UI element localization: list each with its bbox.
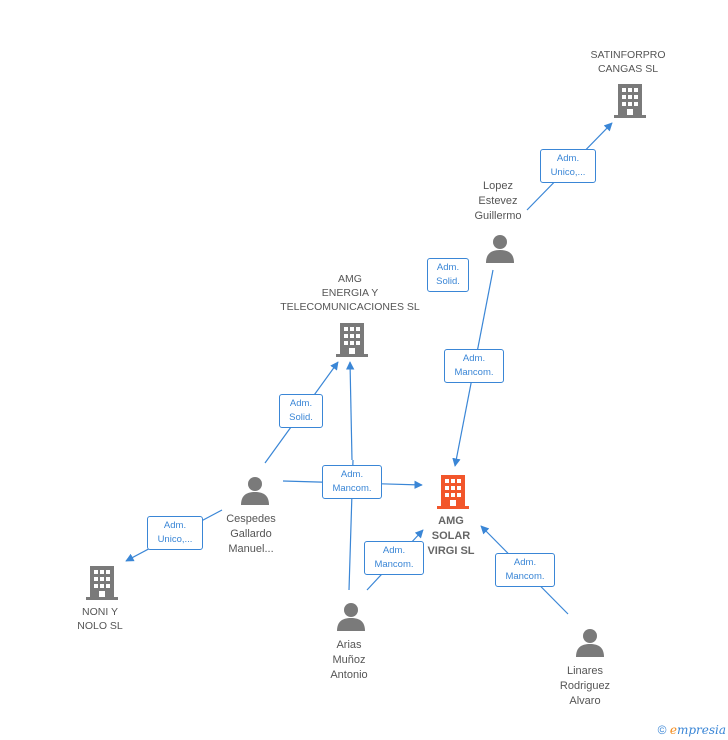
person-label-cespedes[interactable]: Cespedes Gallardo Manuel... xyxy=(226,513,276,555)
edge-label-cespedes-noni[interactable]: Adm. Unico,... xyxy=(147,516,203,550)
building-icon-satinforpro[interactable] xyxy=(614,84,646,123)
person-icon-linares[interactable] xyxy=(576,628,604,663)
copyright-icon: © xyxy=(657,723,667,737)
building-icon-amg-energia[interactable] xyxy=(336,323,368,362)
edge-arias-amg-energia xyxy=(345,361,355,461)
person-icon-lopez[interactable] xyxy=(486,234,514,269)
edge-label-lopez-solid[interactable]: Adm. Solid. xyxy=(427,258,469,292)
person-label-arias[interactable]: Arias Muñoz Antonio xyxy=(330,639,368,681)
edge-label-cespedes-amg-solar[interactable]: Adm. Mancom. xyxy=(322,465,382,499)
person-icon-arias[interactable] xyxy=(337,602,365,637)
empresia-watermark: © empresia xyxy=(658,723,726,737)
person-label-lopez[interactable]: Lopez Estevez Guillermo xyxy=(474,180,522,222)
edge-label-lopez-satinforpro[interactable]: Adm. Unico,... xyxy=(540,149,596,183)
person-label-linares[interactable]: Linares Rodriguez Alvaro xyxy=(559,665,611,707)
company-label-noni-nolo[interactable]: NONI Y NOLO SL xyxy=(77,606,123,632)
edge-label-arias-amg-solar[interactable]: Adm. Mancom. xyxy=(364,541,424,575)
company-label-satinforpro[interactable]: SATINFORPRO CANGAS SL xyxy=(590,49,666,75)
brand-logo: empresia xyxy=(669,723,726,737)
edge-label-lopez-amg-solar[interactable]: Adm. Mancom. xyxy=(444,349,504,383)
building-icon-amg-solar[interactable] xyxy=(437,475,469,514)
company-label-amg-energia[interactable]: AMG ENERGIA Y TELECOMUNICACIONES SL xyxy=(280,273,420,313)
building-icon-noni-nolo[interactable] xyxy=(86,566,118,605)
edge-label-linares-amg-solar[interactable]: Adm. Mancom. xyxy=(495,553,555,587)
edge-label-cespedes-amg-energia[interactable]: Adm. Solid. xyxy=(279,394,323,428)
company-label-amg-solar[interactable]: AMG SOLAR VIRGI SL xyxy=(427,515,475,557)
person-icon-cespedes[interactable] xyxy=(241,476,269,511)
